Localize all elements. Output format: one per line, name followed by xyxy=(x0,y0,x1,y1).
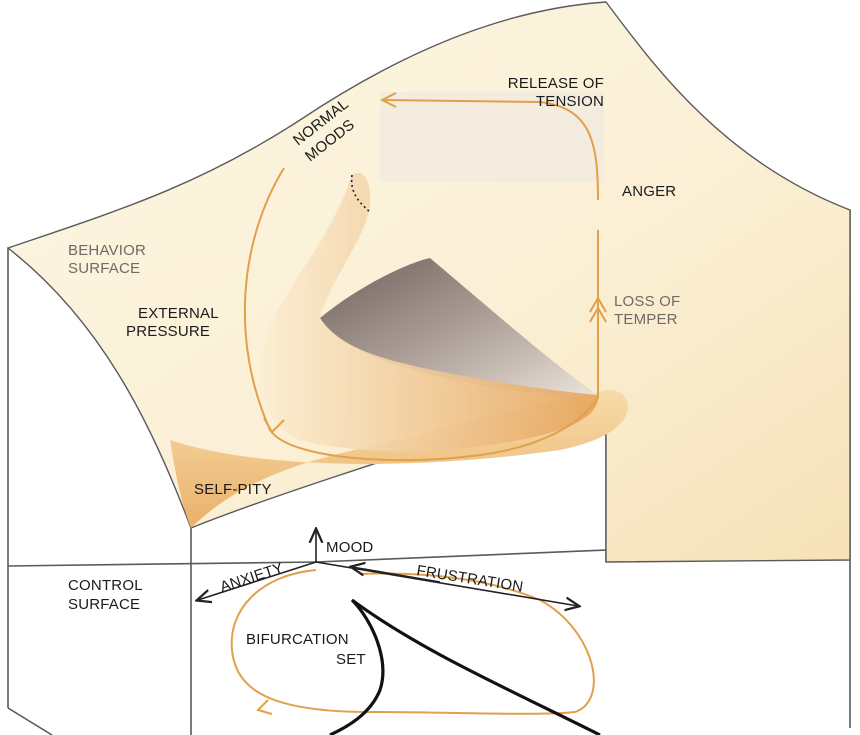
floor-front-left xyxy=(8,708,52,735)
label-behavior-surface-2: SURFACE xyxy=(68,260,140,277)
label-frustration: FRUSTRATION xyxy=(415,562,524,596)
label-anger: ANGER xyxy=(622,183,676,200)
label-behavior-surface-1: BEHAVIOR xyxy=(68,242,146,259)
label-control-surface-1: CONTROL xyxy=(68,577,143,594)
label-release-of-tension-1: RELEASE OF xyxy=(508,75,604,92)
label-loss-of-temper-2: TEMPER xyxy=(614,311,678,328)
label-external-pressure-2: PRESSURE xyxy=(126,323,210,340)
label-external-pressure-1: EXTERNAL xyxy=(138,305,219,322)
label-bifurcation-set-2: SET xyxy=(336,651,366,668)
bifurcation-cusp-right xyxy=(352,600,600,735)
label-release-of-tension-2: TENSION xyxy=(536,93,604,110)
label-bifurcation-set-1: BIFURCATION xyxy=(246,631,349,648)
label-anxiety: ANXIETY xyxy=(218,559,286,595)
label-control-surface-2: SURFACE xyxy=(68,596,140,613)
label-loss-of-temper-1: LOSS OF xyxy=(614,293,680,310)
label-self-pity: SELF-PITY xyxy=(194,481,272,498)
label-mood: MOOD xyxy=(326,539,373,556)
control-path-arrowhead xyxy=(258,700,272,714)
